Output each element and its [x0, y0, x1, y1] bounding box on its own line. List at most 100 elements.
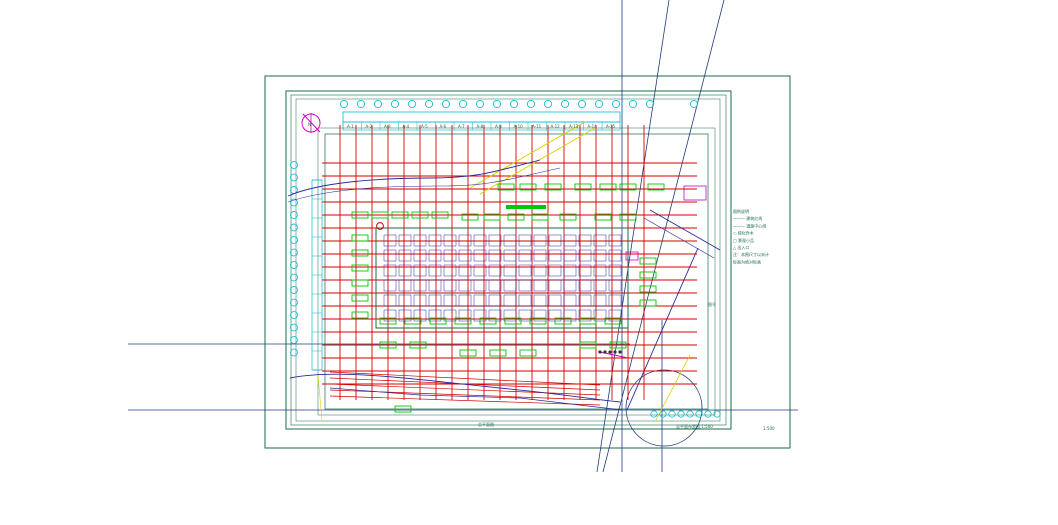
green-block	[519, 349, 537, 357]
tree-icon	[646, 100, 655, 109]
green-block	[639, 285, 657, 293]
unit-cell	[593, 264, 607, 277]
unit-cell	[518, 294, 532, 307]
green-block	[409, 341, 427, 349]
unit-cell	[473, 279, 487, 292]
header-label: A-10	[514, 124, 524, 129]
unit-cell	[428, 294, 442, 307]
unit-cell	[413, 264, 427, 277]
guide-line-diagonal-1	[596, 0, 670, 473]
header-strip	[342, 111, 621, 123]
unit-cell	[578, 294, 592, 307]
tree-icon	[290, 298, 298, 307]
grid-line-skew	[329, 395, 601, 406]
north-label: N	[308, 122, 311, 127]
tree-icon	[704, 410, 712, 418]
utility-dot-icon	[613, 350, 617, 354]
green-block	[489, 349, 507, 357]
marker-icon	[376, 222, 384, 230]
unit-cell	[488, 279, 502, 292]
unit-cell	[563, 309, 577, 322]
header-label: A-7	[458, 124, 465, 129]
unit-cell	[443, 234, 457, 247]
legend-note: 标高为绝对标高	[733, 258, 761, 264]
green-block	[554, 317, 572, 325]
unit-cell	[473, 249, 487, 262]
bottom-right-caption: 总平面布置图 1:500	[676, 423, 713, 429]
unit-cell	[593, 294, 607, 307]
unit-cell	[383, 279, 397, 292]
legend-note: ○ 绿化乔木	[733, 230, 754, 236]
green-block	[559, 213, 577, 221]
tree-icon	[612, 100, 621, 109]
tree-icon	[373, 100, 382, 109]
sheet-label: 1:500	[763, 426, 775, 431]
site-boundary	[324, 133, 709, 410]
tree-icon	[509, 100, 518, 109]
green-block	[619, 183, 637, 191]
green-block	[531, 213, 549, 221]
unit-cell	[488, 294, 502, 307]
green-block	[379, 341, 397, 349]
north-arrow-icon: N	[301, 113, 321, 133]
site-boundary-outer	[317, 127, 716, 416]
unit-cell	[608, 249, 622, 262]
header-label: A-3	[384, 124, 391, 129]
annotation-layer	[287, 111, 721, 421]
tree-icon	[695, 410, 703, 418]
unit-cell	[488, 249, 502, 262]
tree-icon	[677, 410, 685, 418]
unit-cell	[443, 264, 457, 277]
utility-dot-icon	[603, 350, 607, 354]
road-curve	[329, 387, 623, 411]
legend-note: △ 出入口	[733, 244, 749, 250]
inner-frame-3	[295, 98, 721, 422]
unit-cell	[533, 279, 547, 292]
unit-cell	[548, 279, 562, 292]
green-block	[619, 213, 637, 221]
tree-icon	[390, 100, 399, 109]
guide-line-diagonal-2	[602, 0, 725, 473]
green-block	[454, 317, 472, 325]
unit-cell	[413, 249, 427, 262]
road-edge	[643, 217, 715, 259]
green-block	[404, 317, 422, 325]
unit-cell	[443, 249, 457, 262]
tree-icon	[629, 100, 638, 109]
unit-cell	[518, 279, 532, 292]
header-label: A-11	[532, 124, 542, 129]
unit-cell	[428, 279, 442, 292]
unit-cell	[383, 234, 397, 247]
green-block	[429, 317, 447, 325]
tree-icon	[356, 100, 365, 109]
road-edge-yellow	[317, 374, 323, 421]
unit-cell	[503, 294, 517, 307]
unit-cell	[593, 279, 607, 292]
tree-icon	[690, 100, 698, 108]
green-bar	[506, 205, 546, 209]
unit-cell	[563, 249, 577, 262]
tree-icon	[290, 336, 298, 344]
header-label: A-6	[440, 124, 447, 129]
unit-cell	[413, 294, 427, 307]
road-curve	[287, 167, 561, 203]
unit-cell	[608, 294, 622, 307]
tree-icon	[290, 273, 298, 282]
unit-cell	[563, 294, 577, 307]
utility-dot-icon	[618, 350, 622, 354]
header-label: A-14	[588, 124, 598, 129]
unit-cell	[548, 249, 562, 262]
unit-cell	[503, 279, 517, 292]
unit-cell	[383, 294, 397, 307]
unit-cell	[413, 279, 427, 292]
green-block	[394, 405, 412, 413]
tree-icon	[290, 173, 298, 182]
road-edge-yellow	[655, 354, 691, 421]
unit-cell	[428, 234, 442, 247]
green-block	[483, 213, 501, 221]
green-block	[461, 213, 479, 221]
unit-cell	[533, 264, 547, 277]
column-grid	[322, 125, 697, 406]
